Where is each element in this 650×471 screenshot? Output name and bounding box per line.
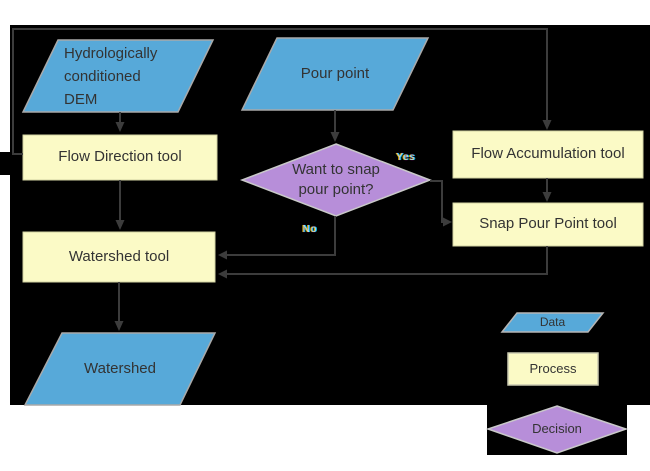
legend-process-label: Process (529, 360, 577, 376)
legend-data-shape (500, 312, 605, 333)
legend-decision-shape (485, 405, 629, 454)
node-dem-label: Hydrologically conditioned DEM (64, 41, 196, 111)
arrowhead-into-watershed-output (114, 321, 124, 331)
dem-label-line3: DEM (64, 90, 98, 108)
canvas-edge-notch (0, 152, 10, 175)
arrowhead-into-decision (330, 132, 340, 142)
arrowhead-into-watershed-tool-top (115, 220, 125, 230)
branch-label-no: No (302, 223, 318, 235)
node-pour-point-label: Pour point (300, 64, 370, 82)
arrowhead-into-snap-left (443, 217, 452, 227)
arrowhead-into-snap-top (542, 192, 552, 202)
node-snap-decision-label: Want to snap pour point? (256, 151, 416, 209)
connector-flow-direction-to-flow-accumulation (12, 28, 548, 155)
branch-label-yes: Yes (396, 151, 416, 163)
node-pour-point-shape (240, 37, 430, 111)
arrowhead-into-watershed-tool-right-upper (218, 250, 227, 260)
node-dem-shape (21, 39, 215, 113)
node-watershed-output-label: Watershed (84, 359, 156, 377)
node-snap-pour-point-shape (452, 202, 644, 247)
legend-process-shape (507, 352, 599, 386)
node-flow-direction-label: Flow Direction tool (58, 148, 182, 166)
node-flow-direction-shape (22, 134, 218, 181)
connector-arrowheads (114, 120, 552, 331)
node-flow-accumulation-label: Flow Accumulation tool (471, 145, 625, 163)
decision-label-line2: pour point? (298, 181, 374, 198)
connector-snap-to-watershed-tool (227, 246, 548, 275)
node-watershed-output-shape (23, 332, 217, 406)
connector-decision-no-to-watershed-tool (227, 216, 336, 256)
decision-label-line1: Want to snap (292, 161, 380, 178)
dem-label-line1: Hydrologically (64, 44, 158, 62)
node-watershed-tool-shape (22, 231, 216, 283)
node-flow-accumulation-shape (452, 130, 644, 179)
connector-decision-yes-to-snap (430, 180, 443, 223)
node-snap-pour-point-label: Snap Pour Point tool (479, 215, 617, 233)
arrowhead-into-watershed-tool-right-lower (218, 269, 227, 279)
connector-lines (12, 28, 548, 322)
legend-data-label: Data (539, 314, 566, 329)
dem-label-line2: conditioned (64, 67, 141, 85)
legend-decision-label: Decision (532, 420, 582, 436)
arrowhead-into-flow-accumulation (542, 120, 552, 130)
arrowhead-into-flow-direction (115, 122, 125, 132)
node-watershed-tool-label: Watershed tool (68, 247, 170, 265)
